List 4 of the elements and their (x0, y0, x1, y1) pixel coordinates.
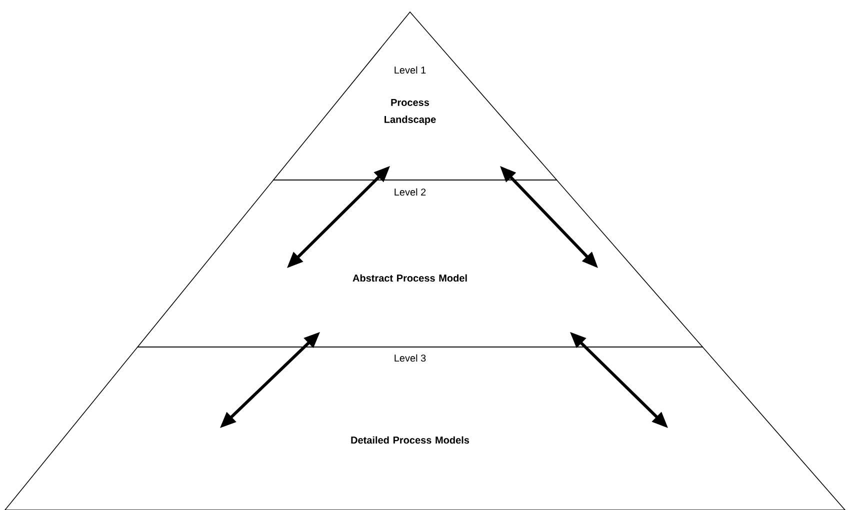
double-arrow (220, 332, 320, 428)
double-arrow (570, 332, 668, 428)
double-arrow (287, 166, 390, 268)
double-arrow (500, 166, 598, 268)
